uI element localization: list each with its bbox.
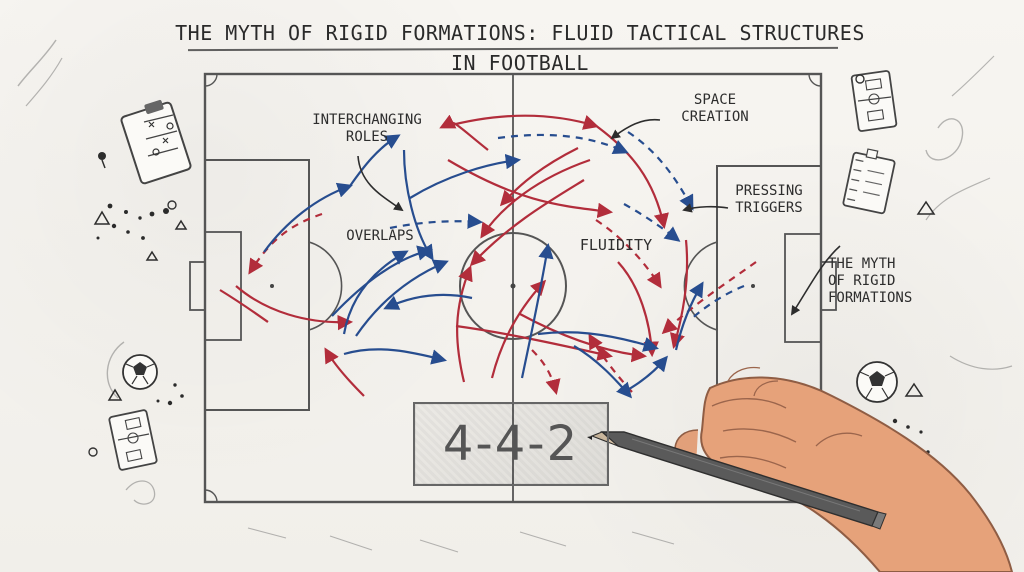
annotation-myth-rigid-formations: THE MYTH OF RIGID FORMATIONS: [828, 256, 913, 306]
blue-movement-arrows: [263, 131, 745, 399]
notebook-icon: [842, 148, 896, 215]
formation-box: 4-4-2: [413, 402, 609, 486]
decorative-triangles: [93, 200, 936, 401]
pencil-icon: [587, 431, 887, 530]
red-movement-arrows: [219, 114, 757, 397]
field-card-icon: [850, 70, 898, 132]
annotation-overlaps: OVERLAPS: [346, 228, 414, 244]
small-pin-icon: [98, 152, 106, 169]
page-title: THE MYTH OF RIGID FORMATIONS: FLUID TACT…: [175, 21, 865, 75]
decorative-dots: [96, 203, 930, 471]
football-icon: [856, 361, 898, 403]
annotation-interchanging-roles: INTERCHANGING ROLES: [312, 112, 422, 145]
field-card-icon: [108, 409, 158, 471]
tactics-board-icon: [120, 99, 192, 185]
annotation-fluidity: FLUIDITY: [579, 236, 653, 254]
football-icon: [122, 354, 158, 390]
football-pitch: [189, 72, 837, 504]
annotation-space-creation: SPACE CREATION: [681, 92, 749, 125]
annotation-pressing-triggers: PRESSING TRIGGERS: [735, 183, 803, 216]
annotation-pointers: [357, 118, 841, 316]
